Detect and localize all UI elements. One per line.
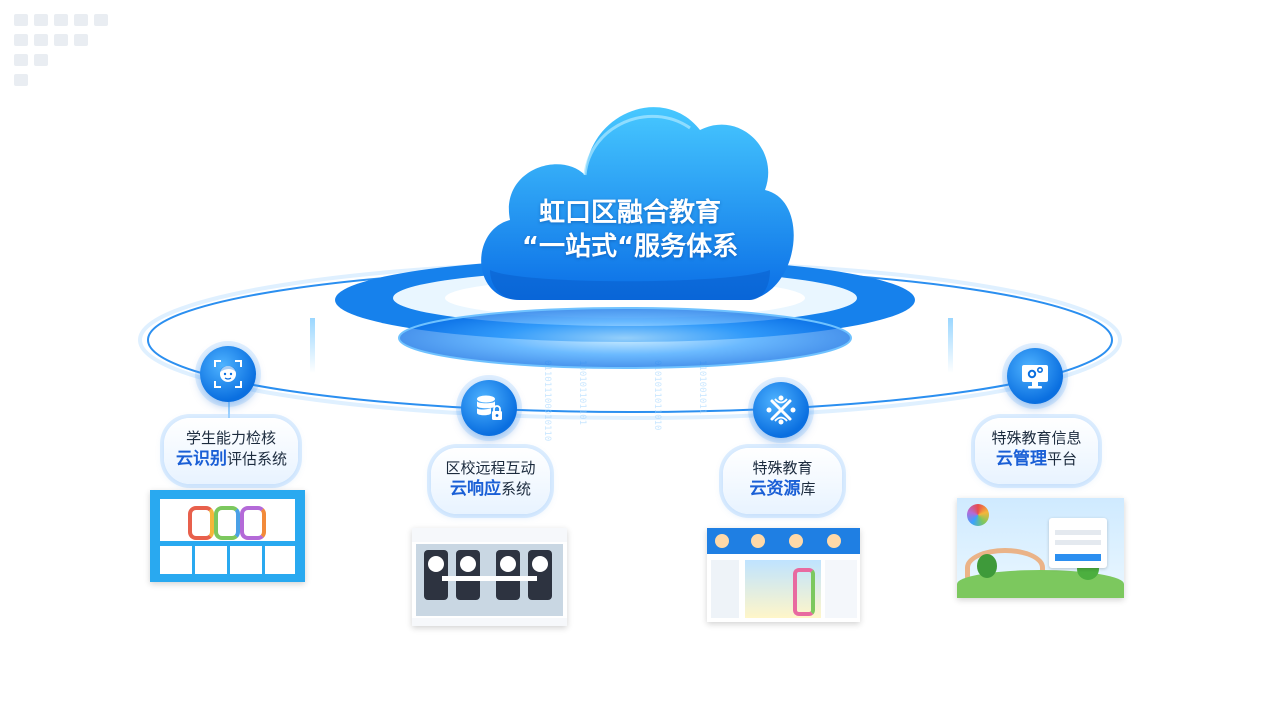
cloud-shape — [481, 107, 794, 301]
database-lock-icon — [461, 380, 517, 436]
node-2-highlight: 云响应 — [449, 479, 501, 499]
node-cloud-management: 特殊教育信息 云管理平台 — [975, 418, 1098, 484]
node-3-suffix: 库 — [800, 480, 816, 498]
screenshot-thumbnail-response — [412, 528, 567, 626]
node-1-line-1: 学生能力检核 — [185, 429, 276, 447]
screenshot-thumbnail-identify — [150, 490, 305, 582]
svg-text:1101001011: 1101001011 — [697, 360, 707, 414]
node-2-suffix: 系统 — [500, 480, 531, 498]
node-1-highlight: 云识别 — [176, 449, 227, 469]
cloud-title-line-2: “一站式“服务体系 — [521, 232, 739, 262]
node-1-suffix: 评估系统 — [227, 450, 288, 468]
node-4-suffix: 平台 — [1046, 450, 1077, 468]
node-cloud-identify: 学生能力检核 云识别评估系统 — [164, 418, 298, 484]
network-icon — [753, 382, 809, 438]
screenshot-thumbnail-management — [957, 498, 1124, 598]
face-icon — [200, 346, 256, 402]
platform-disc-inner — [399, 308, 851, 368]
node-2-line-1: 区校远程互动 — [445, 459, 536, 477]
cloud-title-line-1: 虹口区融合教育 — [538, 198, 721, 228]
svg-text:100101101101: 100101101101 — [577, 360, 587, 425]
node-3-highlight: 云资源 — [749, 479, 801, 499]
screenshot-thumbnail-resource — [707, 528, 860, 622]
node-4-highlight: 云管理 — [995, 449, 1047, 469]
monitor-gear-icon — [1007, 348, 1063, 404]
node-3-line-1: 特殊教育 — [752, 459, 813, 477]
node-cloud-response: 区校远程互动 云响应系统 — [431, 448, 550, 514]
node-4-line-1: 特殊教育信息 — [991, 429, 1082, 447]
cloud-title: 虹口区融合教育 “一站式“服务体系 — [500, 196, 760, 264]
svg-text:011011100010110: 011011100010110 — [542, 360, 552, 441]
node-cloud-resource: 特殊教育 云资源库 — [723, 448, 842, 514]
svg-text:0101011011010: 0101011011010 — [652, 360, 662, 430]
